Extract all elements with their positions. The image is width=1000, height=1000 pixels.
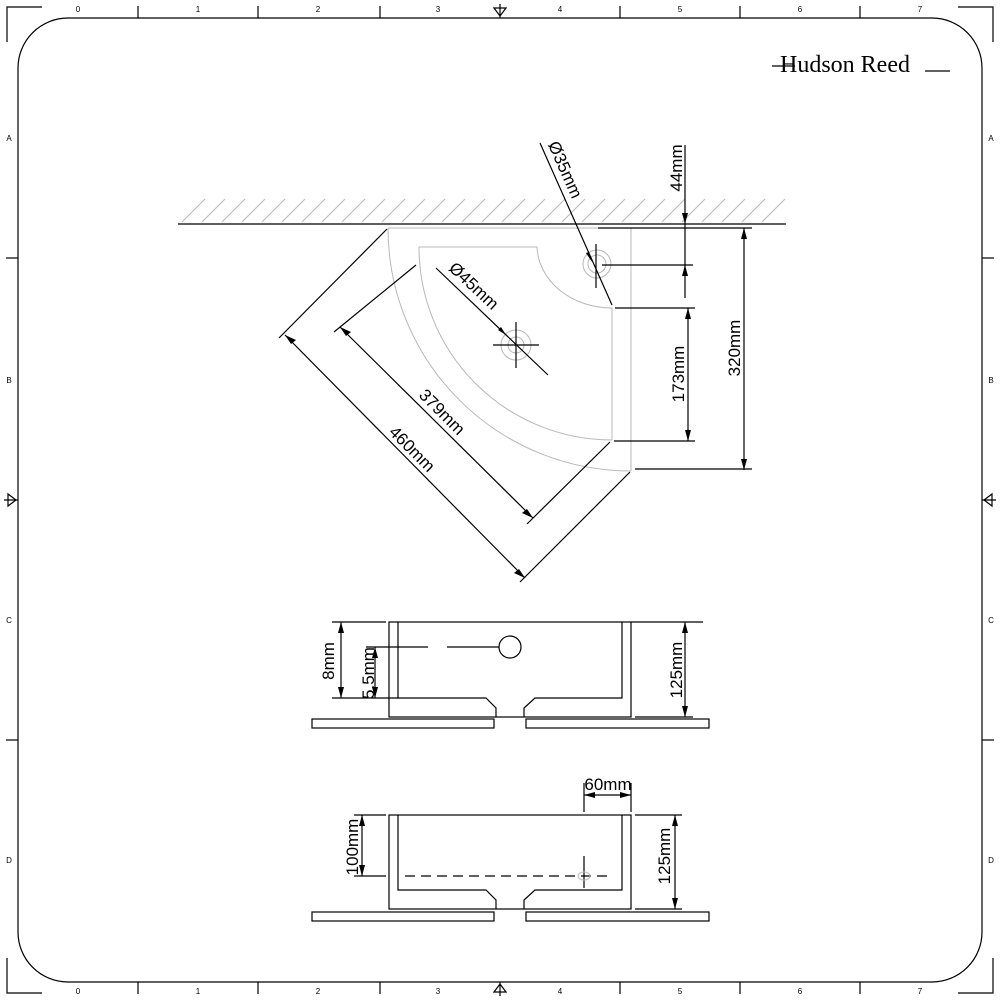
plan-view: Ø35mm Ø45mm 379mm 460mm 44mm 173mm 320mm bbox=[178, 138, 786, 583]
row-label: B bbox=[988, 376, 993, 385]
side-offset-label: 60mm bbox=[584, 775, 631, 794]
side-height-label: 125mm bbox=[655, 828, 674, 885]
column-label: 6 bbox=[798, 987, 803, 996]
column-label: 1 bbox=[196, 987, 201, 996]
overall-depth-label: 320mm bbox=[725, 320, 744, 377]
column-label: 7 bbox=[918, 987, 923, 996]
tap-offset-label: 44mm bbox=[667, 144, 686, 191]
row-label: C bbox=[988, 616, 994, 625]
basin-inner bbox=[418, 246, 613, 441]
front-elevation: 8mm 5.5mm 125mm bbox=[311, 621, 710, 729]
column-label: 3 bbox=[436, 5, 441, 14]
front-dim-a-label: 8mm bbox=[319, 642, 338, 680]
column-label: 2 bbox=[316, 987, 321, 996]
column-label: 1 bbox=[196, 5, 201, 14]
front-height-label: 125mm bbox=[667, 642, 686, 699]
column-label: 5 bbox=[678, 5, 683, 14]
countertop-right bbox=[525, 911, 710, 922]
column-label: 6 bbox=[798, 5, 803, 14]
waste-diameter-label: Ø45mm bbox=[445, 258, 502, 313]
countertop-left bbox=[311, 911, 495, 922]
tap-hole bbox=[582, 249, 612, 279]
column-label: 7 bbox=[918, 5, 923, 14]
column-label: 0 bbox=[76, 5, 81, 14]
overflow-hole bbox=[498, 635, 522, 659]
column-label: 4 bbox=[558, 5, 563, 14]
row-label: A bbox=[988, 134, 994, 143]
row-label: D bbox=[6, 856, 12, 865]
column-label: 2 bbox=[316, 5, 321, 14]
row-label: A bbox=[6, 134, 12, 143]
column-label: 4 bbox=[558, 987, 563, 996]
countertop-right bbox=[525, 718, 710, 729]
column-label: 5 bbox=[678, 987, 683, 996]
column-label: 0 bbox=[76, 987, 81, 996]
logo-text: Hudson Reed bbox=[780, 52, 910, 78]
countertop-left bbox=[311, 718, 495, 729]
basin-depth-label: 173mm bbox=[669, 346, 688, 403]
side-inner-depth-label: 100mm bbox=[343, 819, 362, 876]
drawing-frame: 0 1 2 3 4 5 6 7 0 1 2 3 4 5 6 7 A B C D … bbox=[4, 4, 996, 996]
wall-hatching bbox=[181, 198, 786, 223]
row-label: D bbox=[988, 856, 994, 865]
outer-width-label: 460mm bbox=[385, 422, 439, 476]
front-dim-b-label: 5.5mm bbox=[359, 647, 378, 699]
row-label: C bbox=[6, 616, 12, 625]
column-label: 3 bbox=[436, 987, 441, 996]
brand-logo: Hudson Reed bbox=[772, 52, 950, 78]
row-label: B bbox=[6, 376, 11, 385]
inner-width-label: 379mm bbox=[415, 385, 469, 439]
side-elevation: 100mm 60mm 125mm bbox=[311, 775, 710, 922]
tap-hole-diameter-label: Ø35mm bbox=[544, 138, 586, 201]
